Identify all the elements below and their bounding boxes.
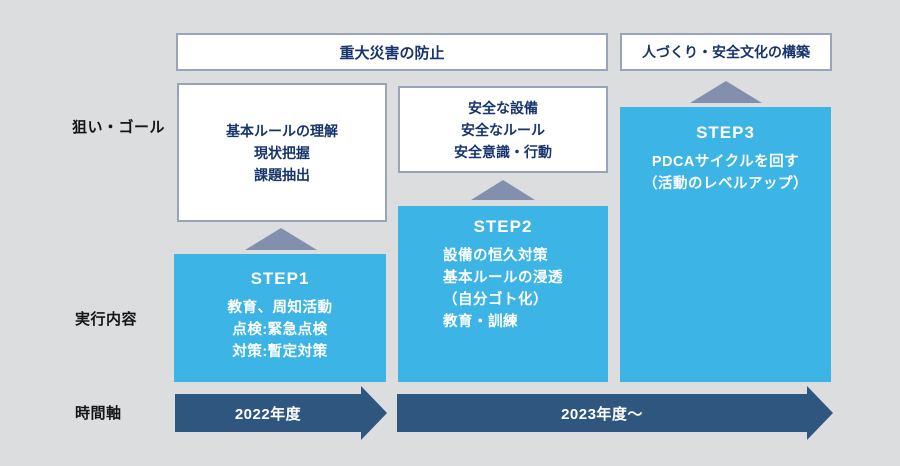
timeline-2022-label: 2022年度: [234, 405, 302, 423]
step3-line2: （活動のレベルアップ）: [643, 176, 808, 192]
step2-line2: 基本ルールの浸透: [443, 270, 563, 286]
step1-line1: 教育、周知活動: [227, 300, 333, 316]
step3-body: PDCAサイクルを回す （活動のレベルアップ）: [643, 151, 808, 195]
row-label-execution: 実行内容: [75, 311, 138, 328]
goal-step1-line2: 現状把握: [254, 144, 310, 161]
step2-line3: （自分ゴト化）: [443, 292, 548, 308]
timeline-arrow-2023: 2023年度〜: [397, 394, 807, 432]
up-arrow-icon-step3: [690, 81, 762, 103]
top-goal-left-label: 重大災害の防止: [339, 44, 445, 62]
goal-step1-line1: 基本ルールの理解: [226, 122, 338, 139]
row-label-time-axis: 時間軸: [75, 405, 122, 422]
up-arrow-icon-step1: [245, 228, 317, 250]
goal-step2-line2: 安全なルール: [461, 121, 545, 138]
up-arrow-icon-step2: [471, 180, 535, 200]
top-goal-left-box: 重大災害の防止: [176, 33, 608, 71]
step1-line2: 点検:緊急点検: [232, 322, 328, 338]
goal-step1-line3: 課題抽出: [254, 166, 310, 183]
step1-body: 教育、周知活動 点検:緊急点検 対策:暫定対策: [228, 297, 333, 363]
top-goal-right-label: 人づくり・安全文化の構築: [642, 44, 810, 60]
timeline-arrow-2023-head-icon: [807, 386, 833, 440]
step1-box: STEP1 教育、周知活動 点検:緊急点検 対策:暫定対策: [174, 254, 386, 382]
step2-body: 設備の恒久対策 基本ルールの浸透 （自分ゴト化） 教育・訓練: [443, 245, 563, 333]
top-goal-right-box: 人づくり・安全文化の構築: [620, 33, 832, 71]
step1-line3: 対策:暫定対策: [232, 344, 328, 360]
step2-title: STEP2: [473, 217, 533, 236]
goal-step2-line3: 安全意識・行動: [454, 143, 552, 160]
step2-box: STEP2 設備の恒久対策 基本ルールの浸透 （自分ゴト化） 教育・訓練: [398, 206, 608, 382]
timeline-arrow-2022: 2022年度: [175, 394, 361, 432]
timeline-arrow-2022-head-icon: [361, 386, 387, 440]
step3-title: STEP3: [696, 123, 755, 142]
row-label-goal: 狙い・ゴール: [72, 119, 166, 136]
step3-line1: PDCAサイクルを回す: [651, 154, 800, 170]
step2-line4: 教育・訓練: [443, 314, 518, 330]
step1-title: STEP1: [250, 269, 310, 288]
goal-box-step1: 基本ルールの理解 現状把握 課題抽出: [177, 83, 387, 222]
timeline-2023-label: 2023年度〜: [561, 405, 643, 423]
step3-box: STEP3 PDCAサイクルを回す （活動のレベルアップ）: [620, 107, 831, 382]
goal-step2-line1: 安全な設備: [468, 99, 538, 116]
goal-box-step2: 安全な設備 安全なルール 安全意識・行動: [398, 86, 608, 173]
step2-line1: 設備の恒久対策: [443, 248, 548, 264]
